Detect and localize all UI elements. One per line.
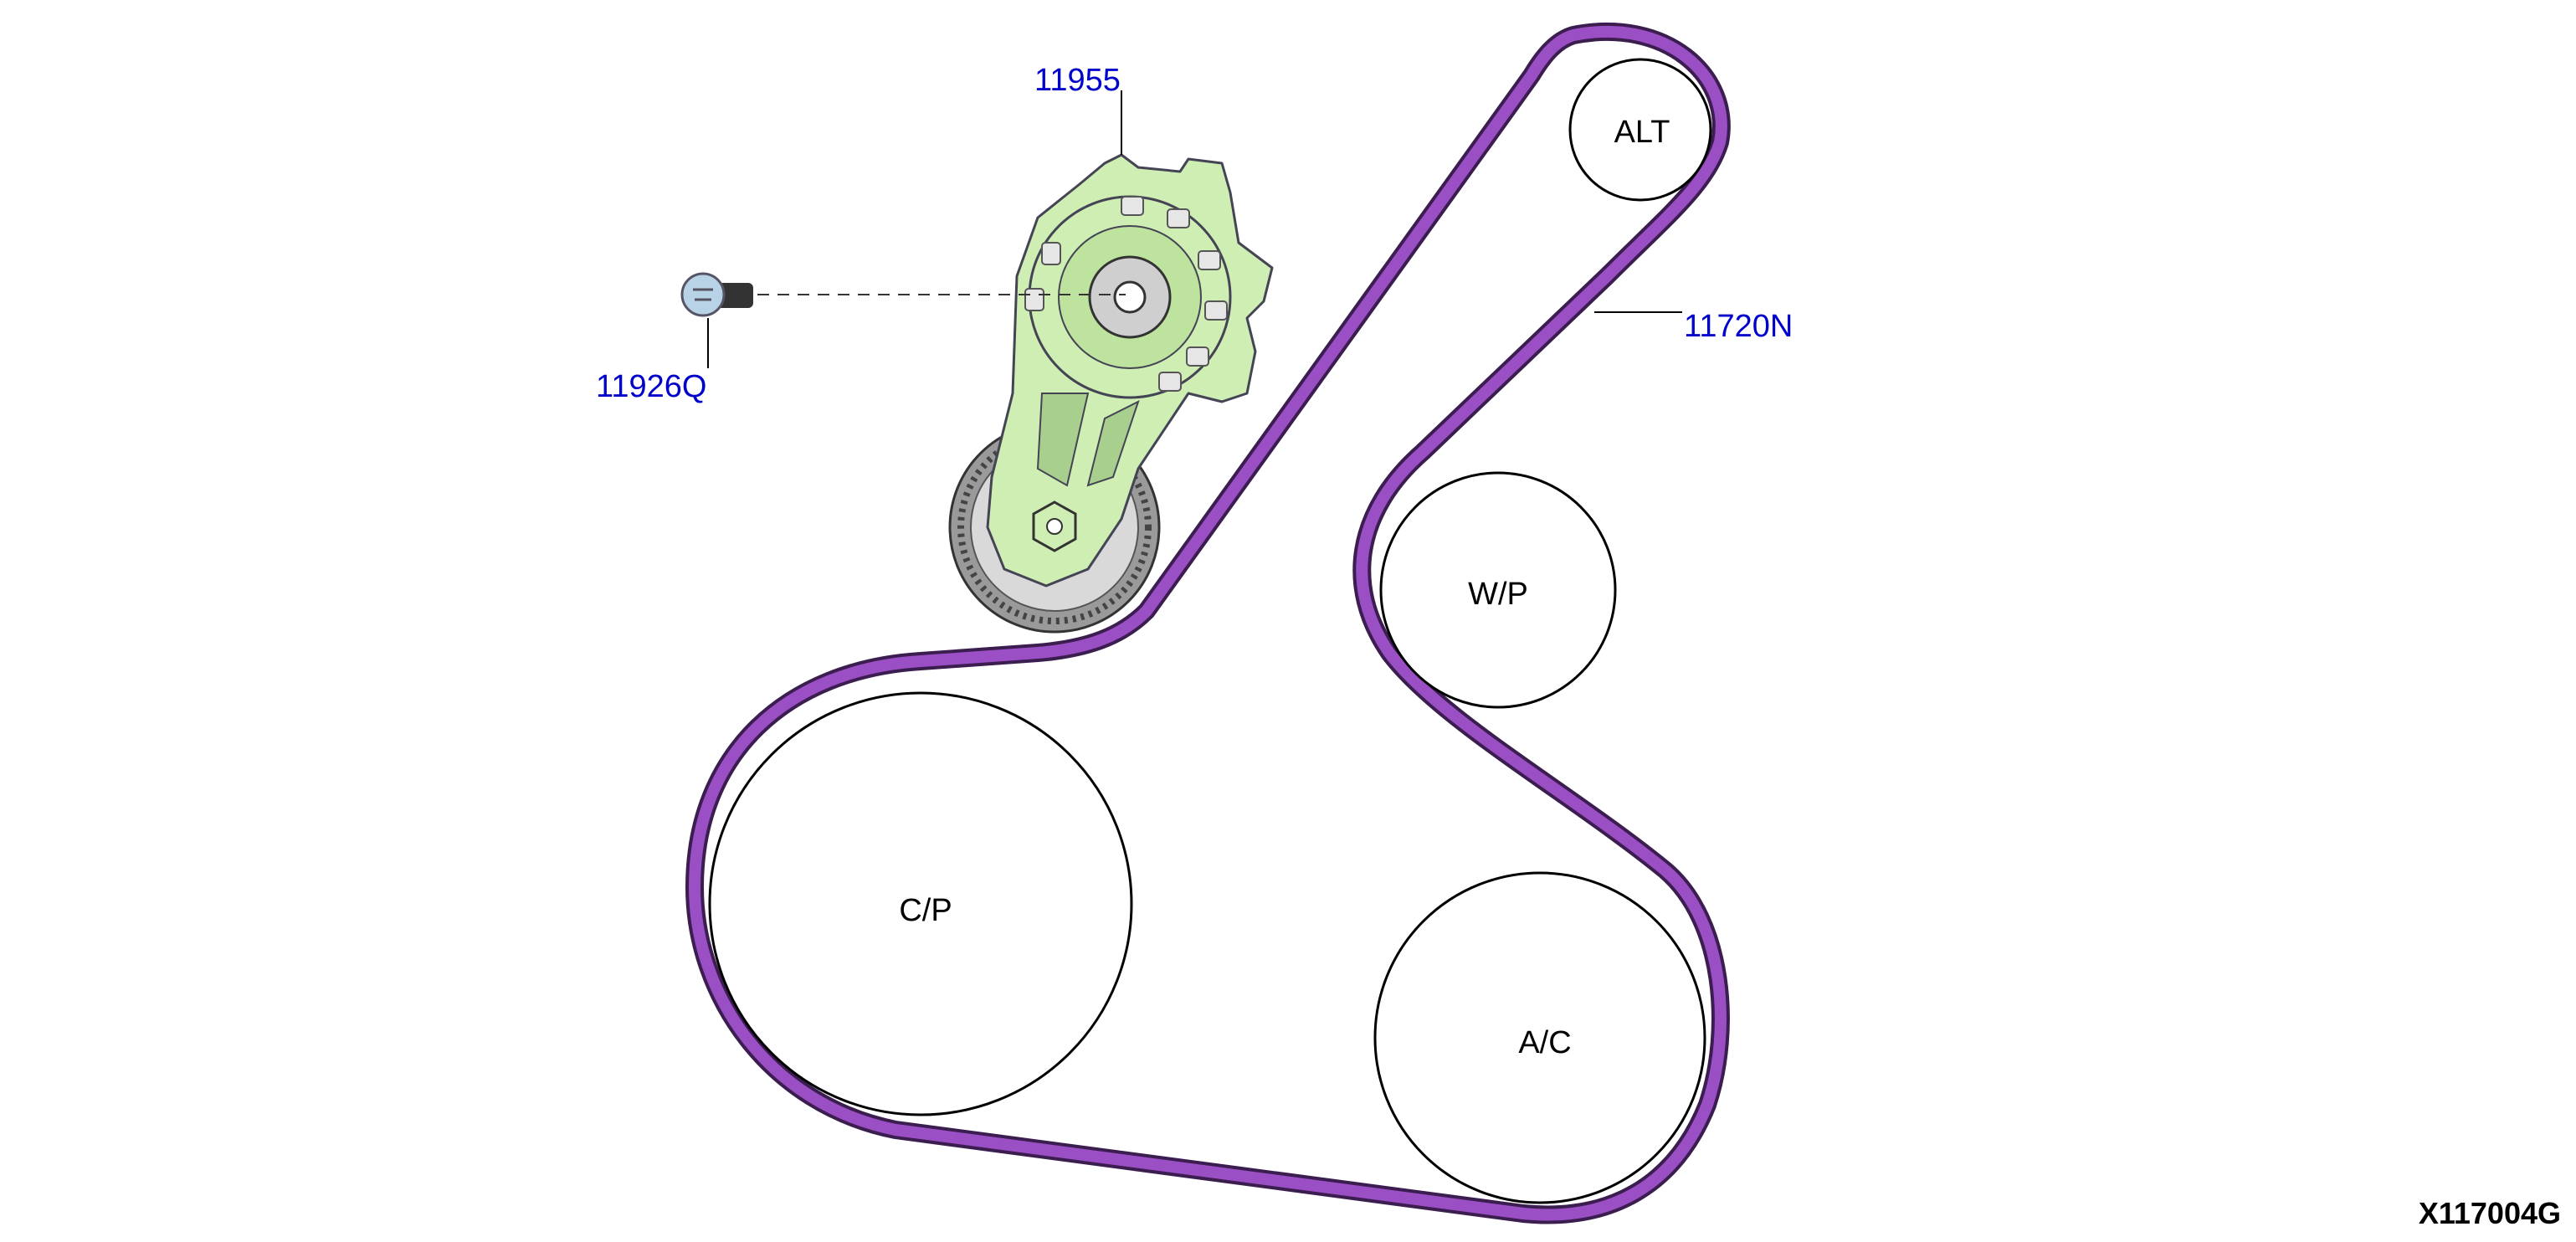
callout-tensioner: 11955 — [1034, 63, 1122, 155]
ac-label: A/C — [1518, 1025, 1571, 1060]
callout-tensioner-label: 11955 — [1034, 63, 1121, 98]
tensioner-bolt — [680, 272, 1126, 317]
crankshaft-pulley: C/P — [708, 691, 1133, 1116]
wp-label: W/P — [1468, 577, 1528, 612]
callout-bolt: 11926Q — [596, 318, 709, 404]
belt-tensioner — [948, 153, 1274, 634]
cp-label: C/P — [899, 893, 952, 928]
ac-compressor-pulley: A/C — [1373, 871, 1706, 1204]
figure-id: X117004G — [2419, 1196, 2561, 1230]
water-pump-pulley: W/P — [1379, 471, 1617, 709]
alternator-pulley: ALT — [1568, 58, 1712, 202]
accessory-drive-belt — [685, 22, 1731, 1224]
callout-belt: 11720N — [1594, 309, 1793, 344]
callout-bolt-label: 11926Q — [596, 369, 706, 404]
callout-belt-label: 11720N — [1684, 309, 1793, 344]
alt-label: ALT — [1614, 115, 1670, 150]
